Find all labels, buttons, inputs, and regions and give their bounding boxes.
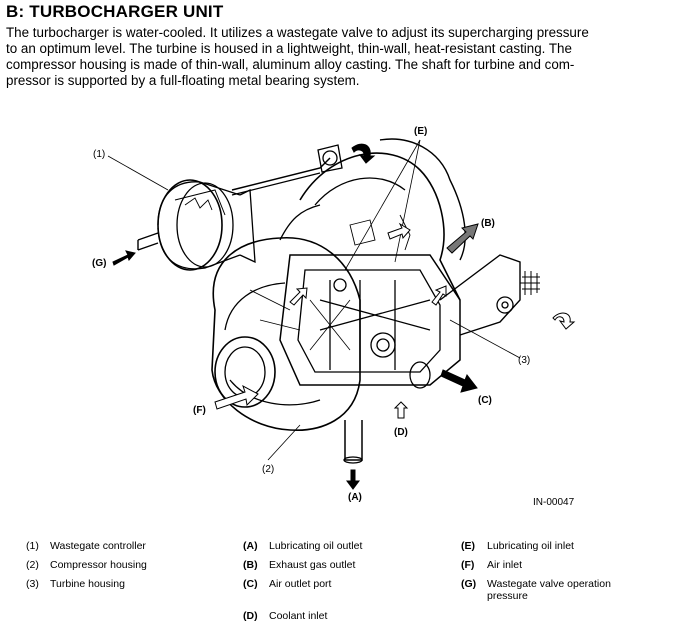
callout-D: (D) bbox=[394, 427, 408, 438]
paragraph-line: to an optimum level. The turbine is hous… bbox=[6, 41, 572, 56]
callout-A: (A) bbox=[348, 492, 362, 503]
legend-text: Air outlet port bbox=[269, 578, 332, 590]
callout-2: (2) bbox=[262, 464, 275, 475]
callout-3: (3) bbox=[518, 355, 531, 366]
callout-C: (C) bbox=[478, 395, 492, 406]
legend-key: (G) bbox=[461, 578, 477, 590]
paragraph-line: pressor is supported by a full-floating … bbox=[6, 73, 360, 88]
section-heading: B: TURBOCHARGER UNIT bbox=[6, 2, 224, 21]
legend-text: Turbine housing bbox=[50, 578, 125, 590]
paragraph-line: The turbocharger is water-cooled. It uti… bbox=[6, 25, 589, 40]
legend-text: Compressor housing bbox=[50, 559, 147, 571]
figure-code: IN-00047 bbox=[533, 497, 575, 508]
legend-text: Wastegate controller bbox=[50, 540, 146, 552]
legend-text: Air inlet bbox=[487, 559, 523, 571]
legend-key: (D) bbox=[243, 610, 258, 622]
flow-arrows bbox=[112, 143, 576, 490]
legend-text: Lubricating oil outlet bbox=[269, 540, 363, 552]
legend-text: Exhaust gas outlet bbox=[269, 559, 356, 571]
oil-outlet-pipe bbox=[344, 420, 363, 461]
legend-key: (1) bbox=[26, 540, 39, 552]
callout-1: (1) bbox=[93, 149, 106, 160]
legend-key: (3) bbox=[26, 578, 39, 590]
legend-text: Wastegate valve operation pressure bbox=[487, 578, 611, 602]
legend-key: (E) bbox=[461, 540, 475, 552]
legend-key: (F) bbox=[461, 559, 475, 571]
leader-lines bbox=[107, 139, 521, 461]
legend-key: (2) bbox=[26, 559, 39, 571]
callout-F: (F) bbox=[193, 405, 206, 416]
mounting-bracket bbox=[439, 254, 521, 336]
legend-text: Lubricating oil inlet bbox=[487, 540, 574, 552]
turbocharger-illustration bbox=[107, 138, 576, 490]
actuator-rod bbox=[231, 157, 331, 191]
legend-key: (B) bbox=[243, 559, 258, 571]
legend-key: (A) bbox=[243, 540, 258, 552]
callout-G: (G) bbox=[92, 258, 107, 269]
paragraph-line: compressor housing is made of thin-wall,… bbox=[6, 57, 575, 72]
air-inlet-ring bbox=[214, 336, 276, 408]
legend-key: (C) bbox=[243, 578, 258, 590]
callout-E: (E) bbox=[414, 126, 428, 137]
description-paragraph: The turbocharger is water-cooled. It uti… bbox=[6, 25, 672, 89]
turbine-housing-outline bbox=[299, 152, 461, 301]
callout-B: (B) bbox=[481, 218, 495, 229]
pressure-hose bbox=[137, 232, 159, 251]
center-housing bbox=[279, 254, 461, 386]
legend-text: Coolant inlet bbox=[269, 610, 328, 622]
